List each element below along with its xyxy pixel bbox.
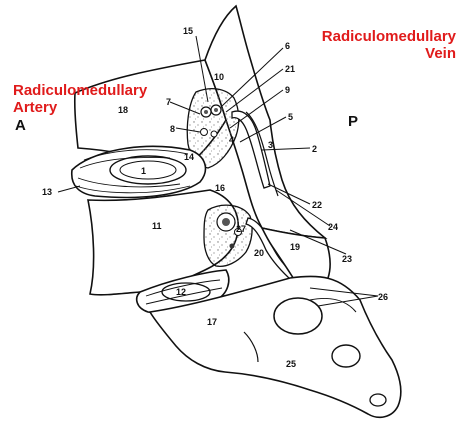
label-4: 4 [229,135,234,145]
artery-title-line2: Artery [13,99,147,116]
label-11: 11 [152,221,162,231]
label-12: 12 [176,287,186,297]
label-15: 15 [183,26,193,36]
label-13: 13 [42,187,52,197]
artery-title: Radiculomedullary Artery [13,82,147,116]
vein-title: Radiculomedullary Vein [288,28,456,62]
label-25: 25 [286,359,296,369]
label-10: 10 [214,72,224,82]
label-5: 5 [288,112,293,122]
vein-title-line1: Radiculomedullary [288,28,456,45]
label-17: 17 [207,317,217,327]
label-3: 3 [268,140,273,150]
label-8: 8 [170,124,175,134]
nucleus-1 [110,156,186,184]
label-21: 21 [285,64,295,74]
anterior-label: A [15,117,26,134]
label-7: 7 [166,97,171,107]
sacral-foramen [370,394,386,406]
label-20: 20 [254,248,264,258]
label-24: 24 [328,222,338,232]
label-14: 14 [184,152,194,162]
label-26: 26 [378,292,388,302]
label-16: 16 [215,183,225,193]
posterior-label: P [348,113,358,130]
label-9: 9 [285,85,290,95]
sacral-foramen [274,298,322,334]
label-19: 19 [290,242,300,252]
label-23: 23 [342,254,352,264]
label-27: 27 [236,224,246,234]
artery-title-line1: Radiculomedullary [13,82,147,99]
vein-title-line2: Vein [288,45,456,62]
label-2: 2 [312,144,317,154]
sacral-foramen [332,345,360,367]
label-1: 1 [141,166,146,176]
label-22: 22 [312,200,322,210]
